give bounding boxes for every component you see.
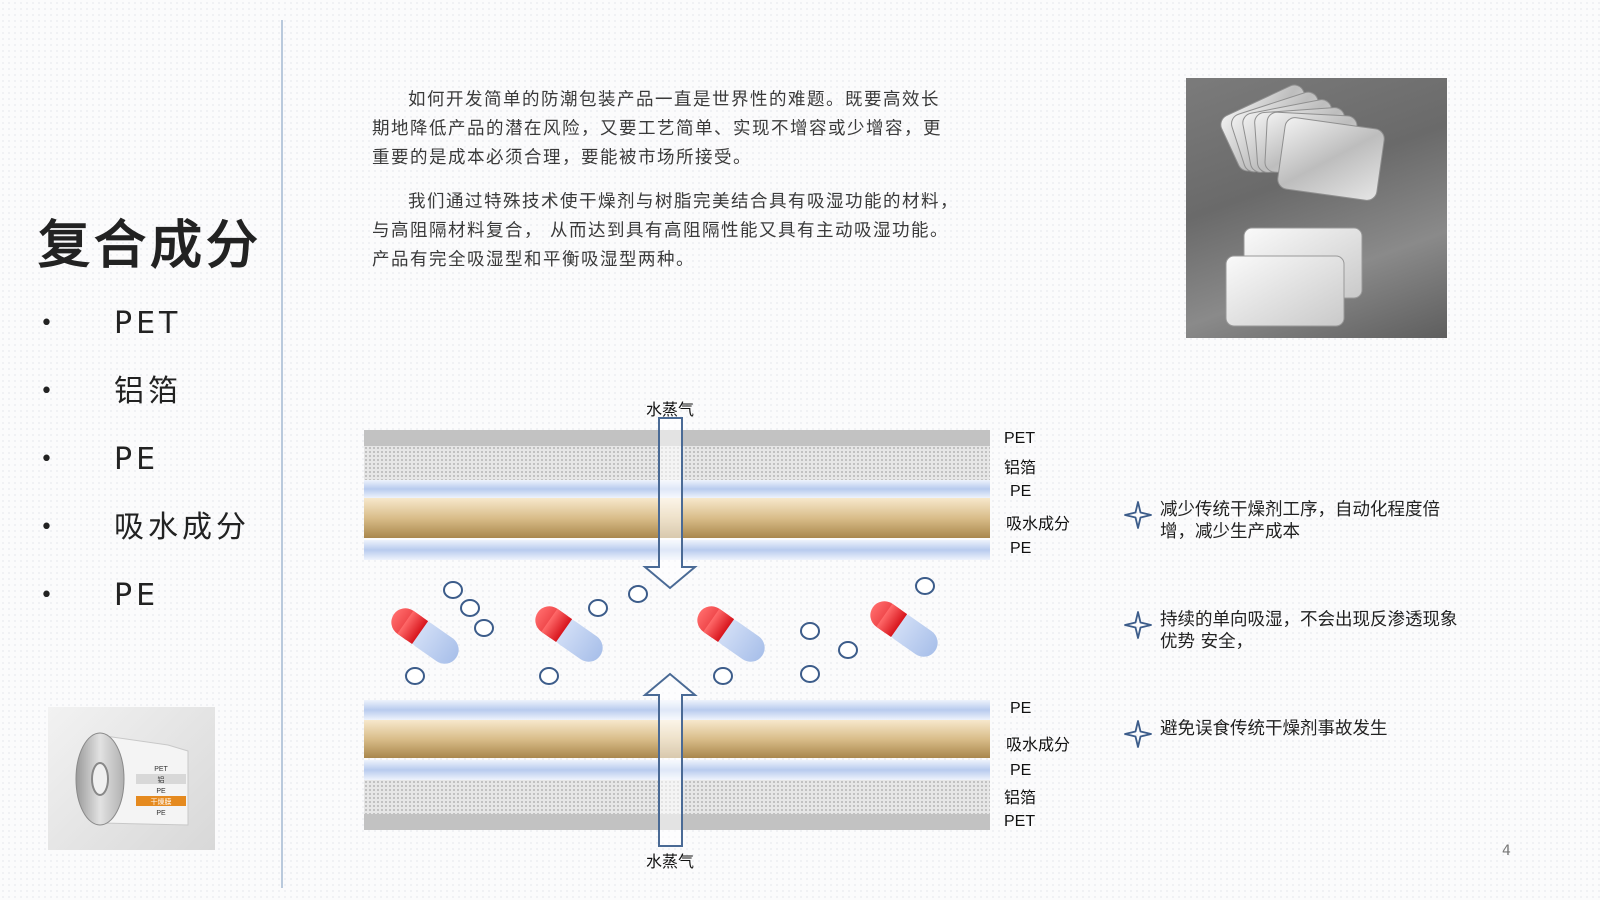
sparkle-icon [1124, 611, 1152, 639]
bubble-icon [915, 577, 935, 595]
vapor-label-top: 水蒸气 [646, 400, 695, 419]
roll-label-al: 铝 [158, 775, 165, 784]
label-top-pet: PET [1004, 430, 1036, 447]
bubble-icon [628, 585, 648, 603]
roll-label-desiccant: 干燥膜 [151, 797, 172, 806]
capsule-icon [535, 606, 603, 662]
foil-pouch-photo [1186, 78, 1447, 338]
roll-label-pe-2: PE [156, 810, 166, 817]
bubble-icon [443, 581, 463, 599]
bubble-icon [713, 667, 733, 685]
bubble-icon [539, 667, 559, 685]
down-arrow-icon [642, 417, 698, 590]
label-top-pe-1: PE [1010, 483, 1032, 500]
bullet-dot: • [40, 583, 53, 608]
roll-label-pe: PE [156, 788, 166, 795]
bubble-icon [588, 599, 608, 617]
intro-paragraph-2: 我们通过特殊技术使干燥剂与树脂完美结合具有吸湿功能的材料， 与高阻隔材料复合， … [372, 192, 959, 270]
bubble-icon [800, 665, 820, 683]
bubble-icon [460, 599, 480, 617]
benefit-item: 持续的单向吸湿，不会出现反渗透现象 优势 安全， [1124, 609, 1464, 659]
bullet-dot: • [40, 515, 53, 540]
film-roll-image: PET 铝 PE 干燥膜 PE [48, 707, 215, 850]
label-top-pe-2: PE [1010, 540, 1032, 557]
vapor-label-bottom: 水蒸气 [646, 852, 695, 871]
label-bottom-pet: PET [1004, 813, 1036, 830]
capsule-icon [870, 601, 938, 657]
benefit-item: 避免误食传统干燥剂事故发生 [1124, 718, 1464, 748]
bubble-icon [405, 667, 425, 685]
label-bottom-absorb: 吸水成分 [1006, 737, 1071, 754]
capsule-icon [391, 608, 459, 664]
bullet-dot: • [40, 311, 53, 336]
capsule-icon [697, 606, 765, 662]
bullet-dot: • [40, 379, 53, 404]
label-bottom-foil: 铝箔 [1004, 790, 1037, 807]
up-arrow-icon [642, 672, 698, 847]
bubble-icon [800, 622, 820, 640]
roll-label-pet: PET [154, 766, 168, 773]
sparkle-icon [1124, 720, 1152, 748]
vertical-divider [281, 20, 283, 888]
label-top-foil: 铝箔 [1004, 460, 1037, 477]
label-bottom-pe-1: PE [1010, 700, 1032, 717]
bubble-icon [838, 641, 858, 659]
intro-paragraph-1: 如何开发简单的防潮包装产品一直是世界性的难题。既要高效长 期地降低产品的潜在风险… [372, 90, 942, 168]
benefit-item: 减少传统干燥剂工序，自动化程度倍增，减少生产成本 [1124, 499, 1464, 549]
bubble-icon [474, 619, 494, 637]
moisture-bubbles [405, 577, 935, 685]
bullet-dot: • [40, 447, 53, 472]
sparkle-icon [1124, 501, 1152, 529]
label-top-absorb: 吸水成分 [1006, 516, 1071, 533]
page-number: 4 [1502, 843, 1511, 859]
label-bottom-pe-2: PE [1010, 762, 1032, 779]
page-title: 复合成分 [38, 216, 263, 276]
